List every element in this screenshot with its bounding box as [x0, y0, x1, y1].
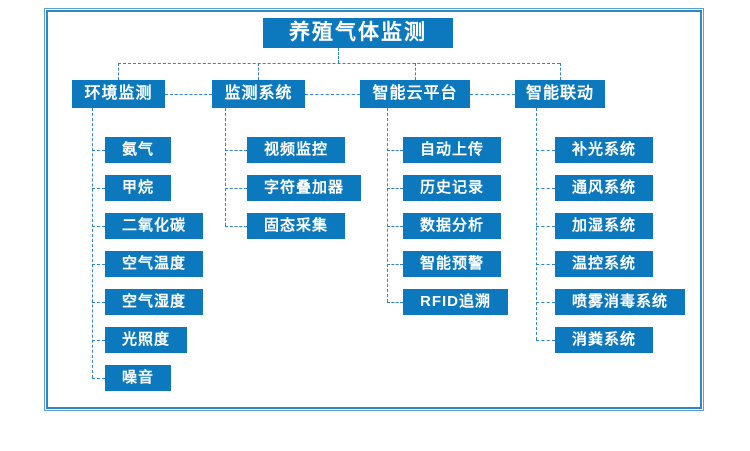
connector-line [92, 108, 93, 378]
connector-line [92, 302, 105, 303]
connector-line [118, 63, 119, 80]
branch-node-smart-linkage: 智能联动 [515, 80, 605, 108]
connector-line [536, 108, 537, 340]
diagram-border-frame-inner [46, 10, 702, 409]
leaf-node-spray-disinfection-system: 喷雾消毒系统 [555, 289, 686, 315]
leaf-node-temperature-control-system: 温控系统 [555, 251, 654, 277]
leaf-node-air-temperature: 空气温度 [105, 251, 204, 277]
connector-line [92, 340, 105, 341]
connector-line [258, 63, 259, 80]
branch-node-smart-cloud-platform: 智能云平台 [360, 80, 470, 108]
connector-line [305, 94, 360, 95]
connector-line [536, 188, 555, 189]
connector-line [225, 108, 226, 226]
connector-line [560, 63, 561, 80]
leaf-node-manure-removal-system: 消粪系统 [555, 327, 654, 353]
diagram-border-frame [44, 8, 704, 411]
connector-line [92, 264, 105, 265]
connector-line [387, 264, 403, 265]
connector-line [387, 302, 403, 303]
connector-line [165, 94, 212, 95]
connector-line [92, 226, 105, 227]
connector-line [92, 150, 105, 151]
leaf-node-data-analysis: 数据分析 [403, 213, 502, 239]
connector-line [225, 226, 247, 227]
connector-line [470, 94, 515, 95]
connector-line [536, 302, 555, 303]
leaf-node-methane: 甲烷 [105, 175, 172, 201]
connector-line [118, 63, 560, 64]
leaf-node-light-supplement-system: 补光系统 [555, 137, 654, 163]
branch-node-environment-monitoring: 环境监测 [72, 80, 165, 108]
leaf-node-carbon-dioxide: 二氧化碳 [105, 213, 204, 239]
connector-line [92, 378, 105, 379]
branch-node-monitoring-system: 监测系统 [212, 80, 305, 108]
root-node-title: 养殖气体监测 [263, 18, 453, 48]
leaf-node-noise: 噪音 [105, 365, 172, 391]
connector-line [387, 150, 403, 151]
connector-line [536, 264, 555, 265]
connector-line [92, 188, 105, 189]
leaf-node-humidification-system: 加湿系统 [555, 213, 654, 239]
leaf-node-ammonia: 氨气 [105, 137, 172, 163]
connector-line [387, 226, 403, 227]
leaf-node-solid-state-collection: 固态采集 [247, 213, 346, 239]
connector-line [536, 150, 555, 151]
leaf-node-history-record: 历史记录 [403, 175, 502, 201]
connector-line [415, 63, 416, 80]
connector-line [387, 108, 388, 302]
connector-line [536, 226, 555, 227]
connector-line [338, 48, 339, 63]
leaf-node-air-humidity: 空气湿度 [105, 289, 204, 315]
connector-line [225, 188, 247, 189]
leaf-node-rfid-tracing: RFID追溯 [403, 289, 508, 315]
leaf-node-ventilation-system: 通风系统 [555, 175, 654, 201]
connector-line [536, 340, 555, 341]
leaf-node-video-surveillance: 视频监控 [247, 137, 346, 163]
leaf-node-smart-alert: 智能预警 [403, 251, 502, 277]
leaf-node-character-overlay: 字符叠加器 [247, 175, 362, 201]
leaf-node-illuminance: 光照度 [105, 327, 188, 353]
leaf-node-auto-upload: 自动上传 [403, 137, 502, 163]
connector-line [225, 150, 247, 151]
connector-line [387, 188, 403, 189]
